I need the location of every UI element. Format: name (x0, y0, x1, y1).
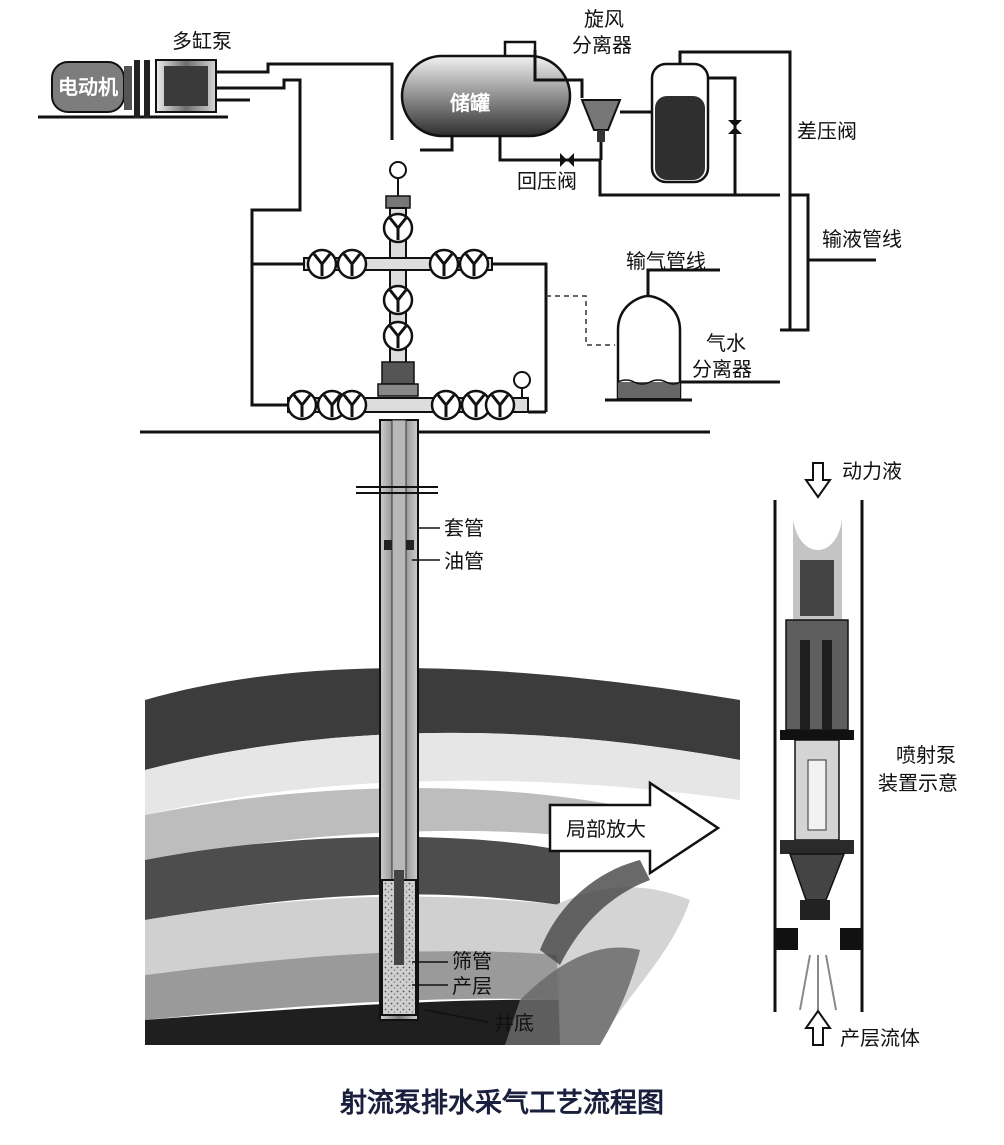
coupling (134, 60, 150, 118)
motor: 电动机 (51, 61, 132, 113)
power-fluid-arrow-icon (804, 462, 832, 499)
partial-zoom-label: 局部放大 (566, 817, 646, 841)
gas-water-separator-label-line1: 气水 (706, 331, 746, 355)
multi-cylinder-pump-label: 多缸泵 (172, 29, 232, 53)
storage-tank: 储罐 (400, 40, 572, 152)
back-pressure-valve-label: 回压阀 (517, 169, 577, 193)
reservoir-fluid-label: 产层流体 (840, 1026, 920, 1050)
tubing-label: 油管 (444, 549, 484, 573)
differential-pressure-valve (728, 120, 742, 134)
casing-label: 套管 (444, 516, 484, 540)
jet-pump-label-line2: 装置示意 (878, 771, 958, 795)
cyclone-separator-label-line2: 分离器 (572, 33, 632, 57)
screen-pipe-label: 筛管 (452, 949, 492, 973)
producing-layer-label: 产层 (452, 974, 492, 998)
multi-cylinder-pump: 多缸泵 (155, 29, 232, 113)
back-pressure-valve (560, 153, 574, 167)
jet-pump-label-line1: 喷射泵 (896, 743, 956, 767)
gas-water-separator-label-line2: 分离器 (692, 357, 752, 381)
diff-pressure-valve-label: 差压阀 (797, 119, 857, 143)
cyclone-separator: 旋风 分离器 (572, 7, 632, 142)
power-fluid-label: 动力液 (842, 459, 902, 483)
wellbore (356, 419, 438, 1021)
tank-label: 储罐 (450, 91, 490, 115)
wellhead-tree (286, 161, 531, 421)
jet-pump-detail (773, 500, 864, 1012)
cyclone-separator-label-line1: 旋风 (584, 7, 624, 31)
well-bottom-label: 井底 (494, 1011, 534, 1035)
liquid-pipeline-label: 输液管线 (822, 227, 902, 251)
diagram-caption: 射流泵排水采气工艺流程图 (339, 1088, 664, 1119)
zoom-arrow: 局部放大 (548, 780, 721, 876)
gas-pipeline-label: 输气管线 (626, 249, 706, 273)
motor-label: 电动机 (58, 75, 118, 99)
separator-vessel (650, 50, 792, 332)
gas-water-separator (605, 268, 780, 402)
reservoir-fluid-arrow-icon (804, 1009, 832, 1046)
svg-text:喷射泵 装置示意: 喷射泵 装置示意 (878, 743, 962, 795)
svg-text:气水 分离器: 气水 分离器 (692, 331, 752, 381)
svg-text:旋风 分离器: 旋风 分离器 (572, 7, 632, 57)
